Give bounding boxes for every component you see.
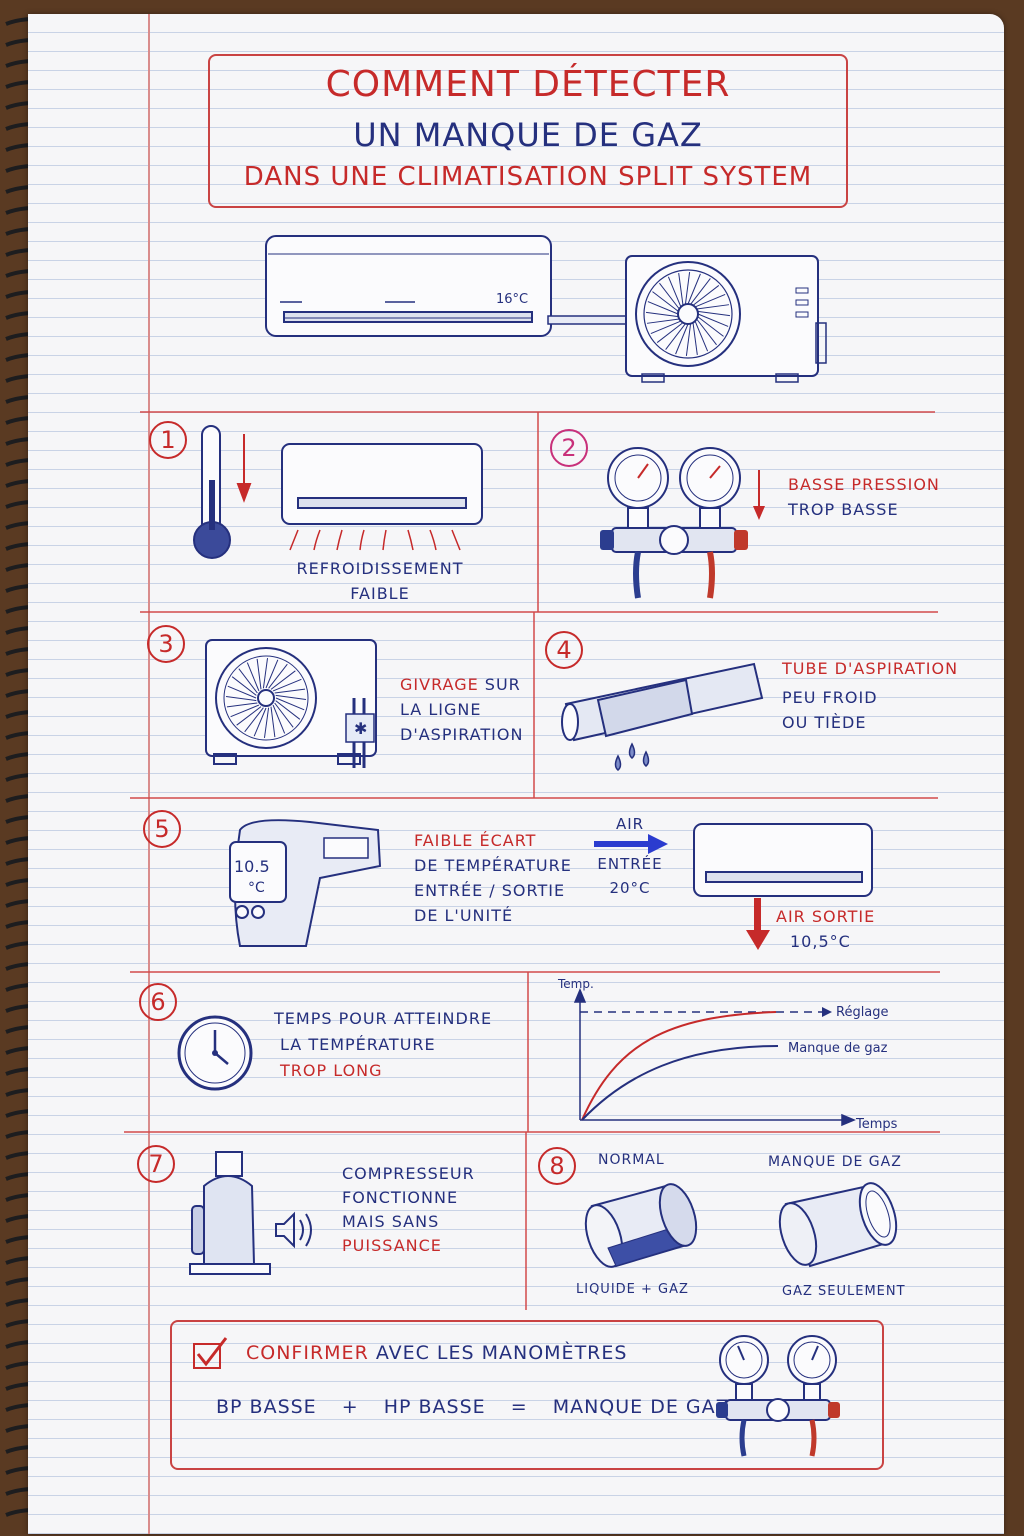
step-3-label-line-2: la ligne xyxy=(400,700,482,719)
title-box: Comment détecter un manque de gaz dans u… xyxy=(208,54,848,208)
title-line-3: dans une Climatisation Split System xyxy=(243,162,813,192)
temperature-time-graph: Temp. Temps Réglage Manque de gaz xyxy=(557,977,898,1132)
step-2-label-line-1: Basse pression xyxy=(788,475,940,494)
confirm-bp: BP basse xyxy=(216,1396,317,1418)
step-3-label-line-3: d'aspiration xyxy=(400,725,524,744)
step-6-number: 6 xyxy=(139,983,177,1021)
thermometer-value: 10.5 xyxy=(234,857,270,876)
pipe-normal-icon xyxy=(584,1183,698,1268)
step-5-label-line-3: entrée / sortie xyxy=(414,881,566,900)
indoor-unit-icon xyxy=(265,235,552,337)
warm-air-icon xyxy=(289,529,461,551)
step-2-label-line-2: trop basse xyxy=(788,500,899,519)
confirm-word-1: Confirmer xyxy=(246,1342,369,1364)
graph-x-label: Temps xyxy=(855,1117,898,1132)
step-1-label-line-1: Refroidissement xyxy=(296,559,464,578)
normal-curve xyxy=(581,1011,777,1121)
step-1-number: 1 xyxy=(149,421,187,459)
arrow-down-icon xyxy=(746,898,770,950)
title-line-1: Comment détecter xyxy=(325,64,731,105)
outdoor-unit-icon xyxy=(625,255,827,383)
air-in-line-2: entrée xyxy=(597,855,663,873)
confirm-plus: + xyxy=(341,1396,359,1418)
confirm-equals: = xyxy=(510,1396,528,1418)
step-4-label-line-1: Tube d'aspiration xyxy=(782,659,959,678)
clock-icon xyxy=(177,1015,253,1091)
step-2-number: 2 xyxy=(550,429,588,467)
step-8-number: 8 xyxy=(538,1147,576,1185)
step-4-label-line-2: peu froid xyxy=(782,688,878,707)
air-in-label: Air xyxy=(615,815,645,833)
confirm-box xyxy=(170,1320,884,1470)
step-3-label-word-2: sur xyxy=(484,675,521,694)
graph-y-label: Temp. xyxy=(557,977,594,991)
arrow-down-icon xyxy=(236,434,252,503)
checkbox-checked-icon xyxy=(193,1337,228,1369)
compressor-icon xyxy=(189,1151,312,1275)
step-1-illustration xyxy=(193,425,483,559)
step-7-label-line-2: fonctionne xyxy=(342,1188,459,1207)
step-3-number: 3 xyxy=(147,625,185,663)
air-out-temp: 10,5°C xyxy=(790,932,851,951)
title-line-2: un manque de gaz xyxy=(353,116,703,154)
low-gas-curve xyxy=(581,1045,779,1121)
low-gas-label: Manque de gaz xyxy=(768,1154,902,1170)
step-5-label-line-4: de l'unité xyxy=(414,906,514,925)
outdoor-unit-frost-icon: ✱ xyxy=(205,639,377,768)
step-7-label-line-4: puissance xyxy=(342,1236,442,1255)
manifold-gauge-icon xyxy=(600,447,748,599)
arrow-down-icon xyxy=(753,470,765,520)
split-system-illustration: 16°C xyxy=(265,235,827,383)
manifold-gauge-icon xyxy=(716,1335,840,1457)
step-7-label-line-1: Compresseur xyxy=(342,1164,475,1183)
step-3-label-word-1: Givrage xyxy=(400,675,479,694)
step-6-label-line-3: trop long xyxy=(280,1061,383,1080)
air-in-temp: 20°C xyxy=(609,879,651,897)
thermometer-unit: °C xyxy=(248,880,265,896)
step-7-label-line-3: mais sans xyxy=(342,1212,440,1231)
indoor-unit-icon xyxy=(693,823,873,897)
step-7-number: 7 xyxy=(137,1145,175,1183)
step-5-label-line-1: Faible écart xyxy=(414,831,537,850)
ir-thermometer-icon: 10.5 °C xyxy=(229,819,382,947)
low-gas-curve-label: Manque de gaz xyxy=(788,1041,888,1056)
confirm-hp: HP basse xyxy=(383,1396,486,1418)
margin-line xyxy=(148,14,150,1534)
air-out-label: Air sortie xyxy=(776,907,876,926)
suction-pipe-icon xyxy=(561,662,764,771)
step-4-label-line-3: ou tiède xyxy=(782,713,867,732)
sound-icon xyxy=(275,1211,312,1249)
pipe-low-gas-icon xyxy=(778,1182,898,1268)
confirm-line-1-rest: avec les manomètres xyxy=(375,1342,628,1364)
normal-caption: Liquide + gaz xyxy=(576,1282,689,1297)
low-gas-caption: Gaz seulement xyxy=(782,1284,906,1299)
step-1-label-line-2: faible xyxy=(350,584,410,603)
setpoint-label: Réglage xyxy=(836,1005,889,1020)
step-6-label-line-2: la température xyxy=(280,1035,436,1054)
svg-text:✱: ✱ xyxy=(354,719,367,738)
indoor-unit-icon xyxy=(281,443,483,525)
normal-label: Normal xyxy=(598,1152,665,1168)
indoor-display-text: 16°C xyxy=(496,292,528,307)
step-5-number: 5 xyxy=(143,810,181,848)
step-6-label-line-1: Temps pour atteindre xyxy=(274,1009,493,1028)
arrow-right-icon xyxy=(594,834,668,854)
step-4-number: 4 xyxy=(545,631,583,669)
step-5-label-line-2: de température xyxy=(414,856,572,875)
thermometer-icon xyxy=(193,425,231,559)
confirm-result: Manque de gaz xyxy=(552,1396,730,1418)
